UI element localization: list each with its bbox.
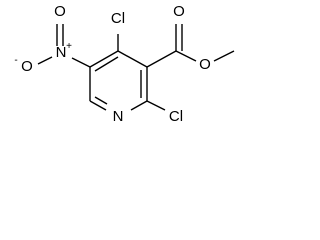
bond-ester-o-methyl: [213, 50, 235, 62]
bond-carbonyl-c-ester-o: [175, 50, 197, 62]
atom-cl-top: Cl: [111, 10, 125, 27]
charge-nitro-n: +: [66, 41, 72, 52]
atom-n-nitro: N: [56, 44, 67, 61]
atom-o-carbonyl: O: [173, 3, 185, 20]
atom-o-nitro-top: O: [54, 3, 66, 20]
bond-n-c6: [89, 100, 107, 111]
atom-o-ester: O: [199, 56, 211, 73]
bond-c4-c3: [117, 50, 148, 68]
bond-c5-c4-inner: [94, 56, 119, 72]
atom-cl-bottom: Cl: [169, 108, 183, 125]
atom-n-ring: N: [113, 108, 124, 125]
bond-nitro-n-o-left: [37, 56, 53, 65]
atom-o-nitro-minus: O: [21, 58, 33, 75]
bond-c5-nitro-n: [71, 57, 91, 68]
charge-nitro-o: -: [14, 55, 17, 66]
bond-n-c6-inner: [94, 96, 108, 105]
bond-c3-carbonyl-c: [146, 50, 177, 68]
bond-c2-n: [130, 100, 148, 111]
bond-c5-c4: [89, 50, 119, 68]
chemical-structure: Cl O O N + O O - N Cl: [14, 3, 235, 125]
bond-c2-cl: [146, 100, 166, 111]
